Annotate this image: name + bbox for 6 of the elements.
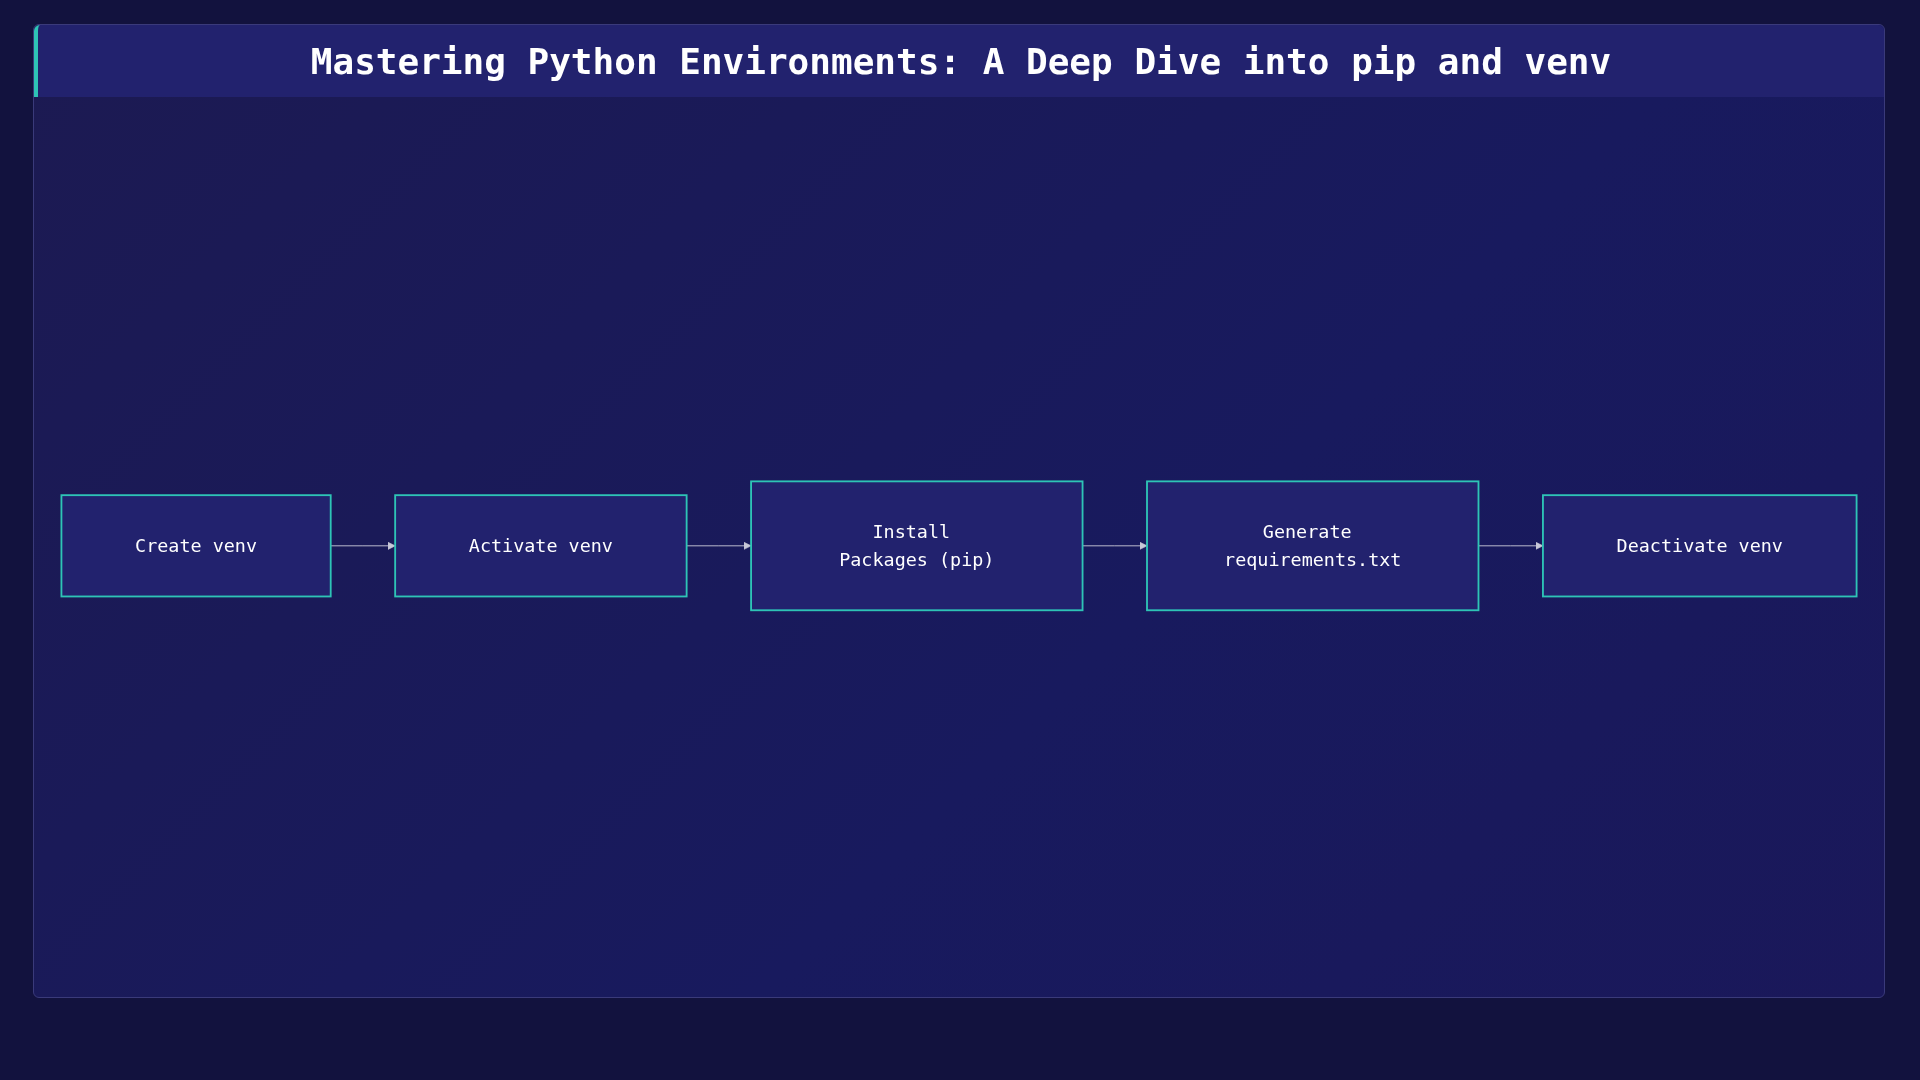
node-box: Generate requirements.txt [1146, 480, 1480, 612]
node-box: Activate venv [394, 494, 688, 598]
node-box: Create venv [60, 494, 332, 598]
diagram-title: Mastering Python Environments: A Deep Dive into pip and venv [310, 40, 1612, 82]
node-box: Install Packages (pip) [750, 480, 1084, 612]
node-box: Deactivate venv [1542, 494, 1858, 598]
